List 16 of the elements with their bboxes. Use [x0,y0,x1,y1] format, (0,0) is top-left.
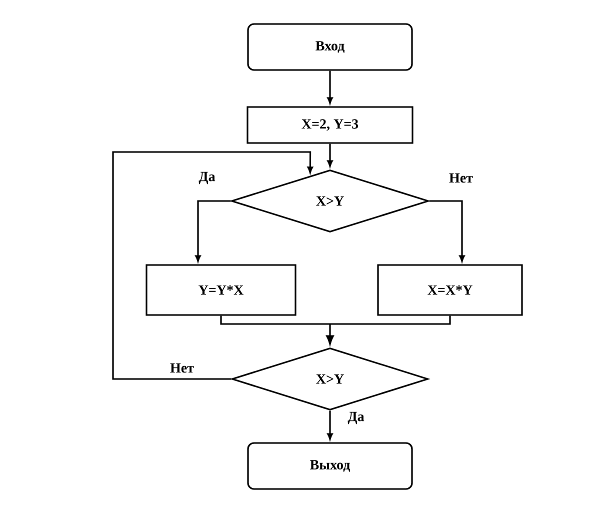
terminal-box: Выход [247,442,413,490]
process-box: X=X*Y [377,264,523,316]
arrow [112,151,314,380]
arrow [195,200,231,262]
terminal-box: Вход [247,23,413,71]
edge-label: Нет [448,172,474,184]
arrow [220,315,451,345]
edge-label: Нет [169,362,195,374]
arrow [327,410,333,440]
edge-label: Да [346,410,366,426]
arrow [429,200,465,262]
arrow [327,144,333,167]
process-box: X=2, Y=3 [246,106,414,144]
arrow [327,70,333,104]
process-box: Y=Y*X [146,264,296,316]
edge-label: Да [198,170,216,186]
